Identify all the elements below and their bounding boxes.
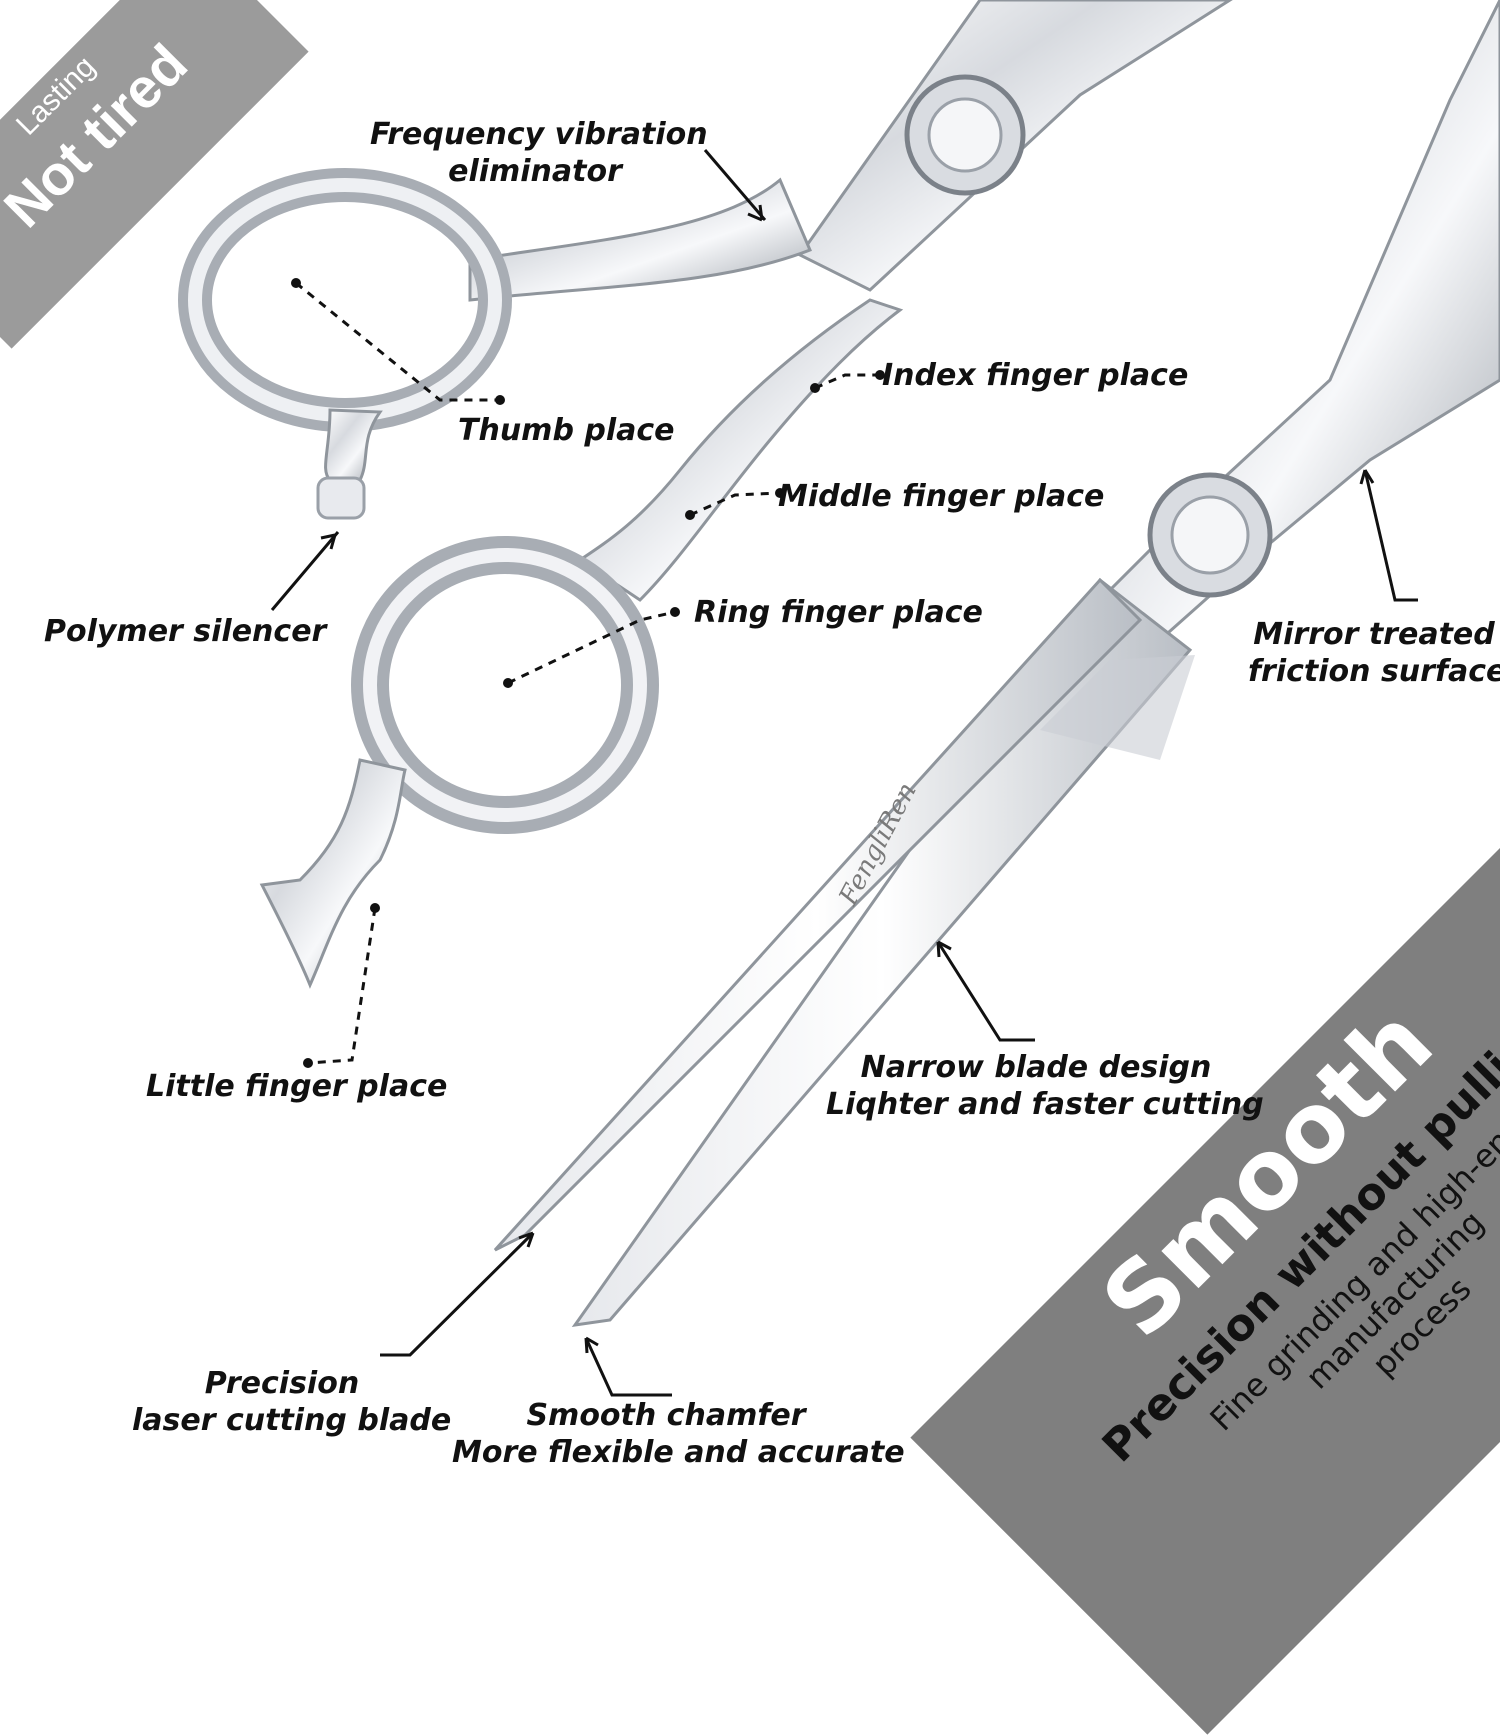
right-shank <box>904 0 1500 642</box>
leader-lines <box>270 149 1418 1397</box>
label-smooth-chamfer: Smooth chamfer More flexible and accurat… <box>452 1397 905 1471</box>
label-line: Narrow blade design <box>860 1050 1212 1085</box>
lower-handle <box>259 298 904 989</box>
blades <box>493 577 1195 1327</box>
label-precision-laser-cutting-blade: Precision laser cutting blade <box>132 1365 452 1439</box>
label-line: More flexible and accurate <box>452 1435 905 1470</box>
label-index-finger-place: Index finger place <box>882 358 1189 393</box>
label-narrow-blade-design: Narrow blade design Liqhter and faster c… <box>826 1049 1264 1123</box>
label-mirror-treated-friction-surface: Mirror treated friction surface <box>1248 616 1500 690</box>
label-line: Mirror treated <box>1253 617 1495 652</box>
scissors-illustration <box>178 0 1500 1397</box>
label-line: Precision <box>204 1366 360 1401</box>
label-polymer-silencer: Polymer silencer <box>44 614 327 649</box>
label-thumb-place: Thumb place <box>458 413 675 448</box>
silencer-knob <box>316 476 366 520</box>
label-ring-finger-place: Ring finger place <box>694 595 983 630</box>
leader-dots <box>291 278 885 1068</box>
label-middle-finger-place: Middle finger place <box>778 479 1105 514</box>
label-line: Smooth chamfer <box>526 1398 806 1433</box>
label-line: friction surface <box>1248 654 1500 689</box>
label-line: eliminator <box>448 154 622 189</box>
label-line: laser cutting blade <box>132 1403 452 1438</box>
label-line: Frequency vibration <box>370 117 708 152</box>
label-frequency-vibration-eliminator: Frequency vibration eliminator <box>370 116 708 190</box>
label-line: Liqhter and faster cutting <box>826 1087 1264 1122</box>
label-little-finger-place: Little finger place <box>146 1069 448 1104</box>
